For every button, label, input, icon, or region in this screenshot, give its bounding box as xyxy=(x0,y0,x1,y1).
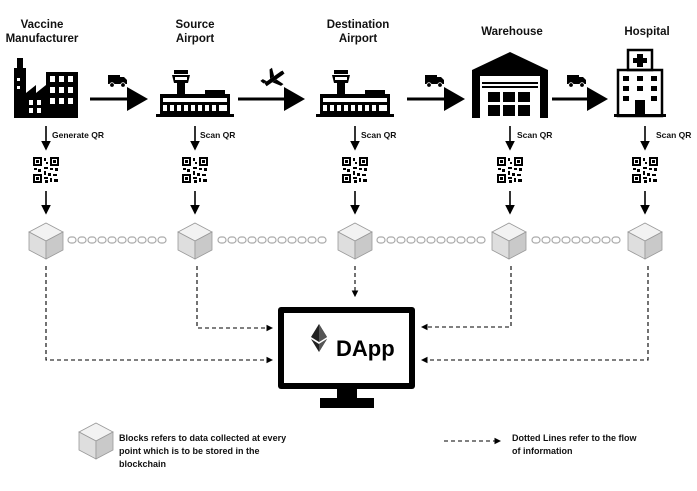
warehouse-icon xyxy=(472,52,548,118)
info-flow-line xyxy=(420,266,512,331)
qr-code-icon xyxy=(632,157,658,183)
block-icon xyxy=(28,222,64,260)
chain-link xyxy=(217,236,227,244)
stage-label-source-airport: Source Airport xyxy=(175,19,215,45)
chain-link xyxy=(147,236,157,244)
chain-link xyxy=(307,236,317,244)
chain-link xyxy=(446,236,456,244)
chain-link xyxy=(67,236,77,244)
legend-block-icon xyxy=(78,422,114,460)
chain-link xyxy=(456,236,466,244)
qr-code-icon xyxy=(182,157,208,183)
destination-airport-icon xyxy=(316,70,394,117)
legend-block-text: Blocks refers to data collected at every… xyxy=(119,433,287,469)
chain-link xyxy=(157,236,167,244)
source-airport-icon xyxy=(156,70,234,117)
blockchain-link xyxy=(67,236,167,244)
dapp-label: DApp xyxy=(336,336,395,361)
qr-code-icon xyxy=(342,157,368,183)
chain-link xyxy=(476,236,486,244)
block-icon xyxy=(491,222,527,260)
truck-icon xyxy=(107,74,128,88)
chain-link xyxy=(611,236,621,244)
chain-link xyxy=(137,236,147,244)
block-icon xyxy=(337,222,373,260)
chain-link xyxy=(571,236,581,244)
chain-link xyxy=(317,236,327,244)
truck-icon xyxy=(424,74,445,88)
factory-icon xyxy=(14,58,78,118)
qr-action-label: Scan QR xyxy=(200,130,236,140)
info-flow-line xyxy=(420,266,649,364)
qr-action-label: Scan QR xyxy=(361,130,397,140)
chain-link xyxy=(531,236,541,244)
stage-label-destination-airport: Destination Airport xyxy=(326,19,390,45)
chain-link xyxy=(416,236,426,244)
chain-link xyxy=(386,236,396,244)
blockchain-link xyxy=(376,236,486,244)
chain-link xyxy=(227,236,237,244)
chain-link xyxy=(541,236,551,244)
qr-action-label: Scan QR xyxy=(517,130,553,140)
chain-link xyxy=(297,236,307,244)
chain-link xyxy=(127,236,137,244)
info-flow-line xyxy=(196,266,274,332)
block-icon xyxy=(177,222,213,260)
chain-link xyxy=(237,236,247,244)
qr-code-icon xyxy=(497,157,523,183)
block-icon xyxy=(627,222,663,260)
stage-label-hospital: Hospital xyxy=(624,26,670,38)
chain-link xyxy=(426,236,436,244)
chain-link xyxy=(257,236,267,244)
chain-link xyxy=(247,236,257,244)
stage-label-manufacturer: Vaccine Manufacturer xyxy=(5,19,79,45)
chain-link xyxy=(107,236,117,244)
chain-link xyxy=(551,236,561,244)
qr-code-icon xyxy=(33,157,59,183)
chain-link xyxy=(376,236,386,244)
chain-link xyxy=(287,236,297,244)
chain-link xyxy=(591,236,601,244)
chain-link xyxy=(406,236,416,244)
chain-link xyxy=(117,236,127,244)
hospital-icon xyxy=(614,48,666,118)
info-flow-line xyxy=(45,266,274,364)
qr-action-label: Scan QR xyxy=(656,130,692,140)
chain-link xyxy=(436,236,446,244)
legend-dotted-text: Dotted Lines refer to the flow of inform… xyxy=(512,433,637,456)
chain-link xyxy=(466,236,476,244)
chain-link xyxy=(581,236,591,244)
airplane-icon xyxy=(260,67,285,87)
chain-link xyxy=(77,236,87,244)
blockchain-link xyxy=(531,236,621,244)
blockchain-link xyxy=(217,236,327,244)
qr-action-label: Generate QR xyxy=(52,130,104,140)
chain-link xyxy=(267,236,277,244)
chain-link xyxy=(277,236,287,244)
truck-icon xyxy=(566,74,587,88)
chain-link xyxy=(396,236,406,244)
chain-link xyxy=(561,236,571,244)
chain-link xyxy=(601,236,611,244)
chain-link xyxy=(87,236,97,244)
ethereum-icon xyxy=(311,324,327,352)
stage-label-warehouse: Warehouse xyxy=(481,26,543,38)
dapp-monitor: DApp xyxy=(278,307,415,408)
chain-link xyxy=(97,236,107,244)
